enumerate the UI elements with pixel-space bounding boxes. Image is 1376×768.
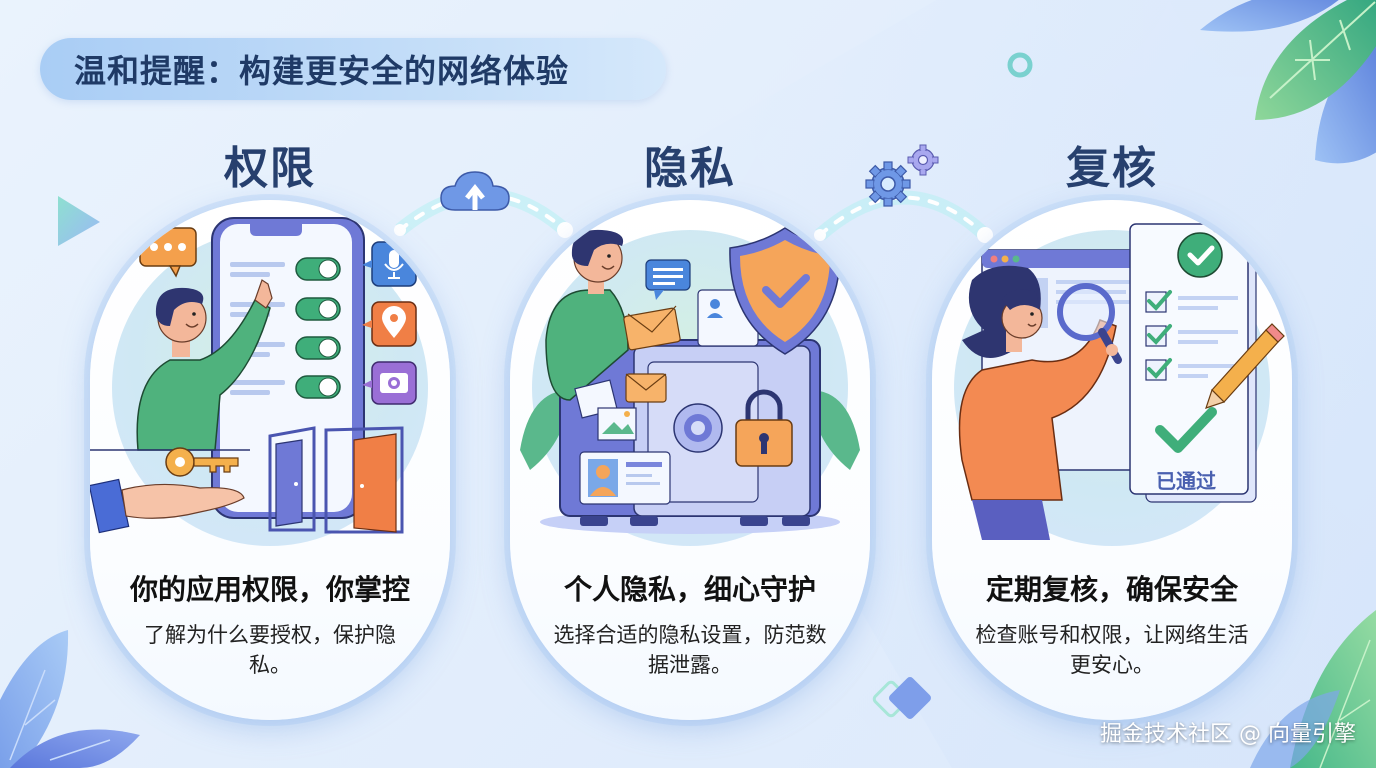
envelope-icon — [623, 305, 681, 403]
card-title: 你的应用权限，你掌控 — [129, 573, 410, 606]
gears-icon — [865, 144, 939, 207]
review-illustration: 已通过 — [958, 223, 1285, 540]
microphone-icon — [362, 241, 417, 287]
card-privacy: 个人隐私，细心守护 选择合适的隐私设置，防范数据泄露。 — [510, 200, 870, 720]
heading-permissions: 权限 — [224, 143, 316, 194]
ring-decoration-icon — [1007, 52, 1033, 78]
cloud-upload-icon — [440, 171, 510, 211]
card-title: 个人隐私，细心守护 — [563, 573, 816, 606]
approved-badge: 已通过 — [1156, 469, 1216, 493]
key-icon — [165, 447, 239, 477]
diamond-decoration-icon — [872, 677, 931, 719]
card-title: 定期复核，确保安全 — [985, 573, 1238, 606]
heading-review: 复核 — [1066, 143, 1158, 194]
page-title: 温和提醒：构建更安全的网络体验 — [74, 52, 570, 90]
location-pin-icon — [362, 301, 417, 347]
card-description: 检查账号和权限，让网络生活更安心。 — [975, 623, 1249, 677]
woman-figure — [958, 265, 1117, 540]
man-figure — [136, 279, 273, 451]
permissions-illustration — [90, 217, 417, 534]
leaves-bottom-right-icon — [1250, 610, 1376, 768]
chat-bubble-icon — [139, 227, 197, 278]
triangle-decoration-icon — [58, 196, 100, 246]
camera-icon — [362, 361, 417, 405]
padlock-icon — [735, 389, 793, 467]
man-figure — [545, 229, 629, 401]
message-icon — [645, 259, 691, 300]
watermark: 掘金技术社区 @ 向量引擎 — [1100, 722, 1356, 747]
card-description: 选择合适的隐私设置，防范数据泄露。 — [553, 623, 827, 677]
card-description: 了解为什么要授权，保护隐私。 — [144, 623, 396, 677]
card-review: 已通过 定期复核，确保安全 检查账号和权限，让网络生活更安心。 — [932, 200, 1292, 720]
connector-cloud — [394, 171, 573, 238]
shield-check-icon — [729, 227, 841, 355]
check-circle-icon — [1177, 232, 1223, 278]
checklist-icon: 已通过 — [1129, 223, 1263, 503]
open-hand-icon — [90, 478, 245, 534]
leaves-bottom-left-icon — [0, 630, 140, 768]
page-title-banner: 温和提醒：构建更安全的网络体验 — [40, 38, 666, 100]
connector-gears — [814, 144, 993, 243]
toggle-switch-icon — [295, 257, 341, 399]
magnifier-icon — [1057, 283, 1122, 364]
door-icon — [268, 426, 404, 534]
leaves-top-right-icon — [1200, 0, 1376, 164]
photo-icon — [574, 379, 637, 441]
pencil-icon — [1205, 323, 1285, 409]
privacy-illustration — [520, 227, 860, 534]
card-permissions: 你的应用权限，你掌控 了解为什么要授权，保护隐私。 — [90, 200, 450, 720]
heading-privacy: 隐私 — [644, 143, 736, 194]
id-card-icon — [579, 451, 671, 505]
